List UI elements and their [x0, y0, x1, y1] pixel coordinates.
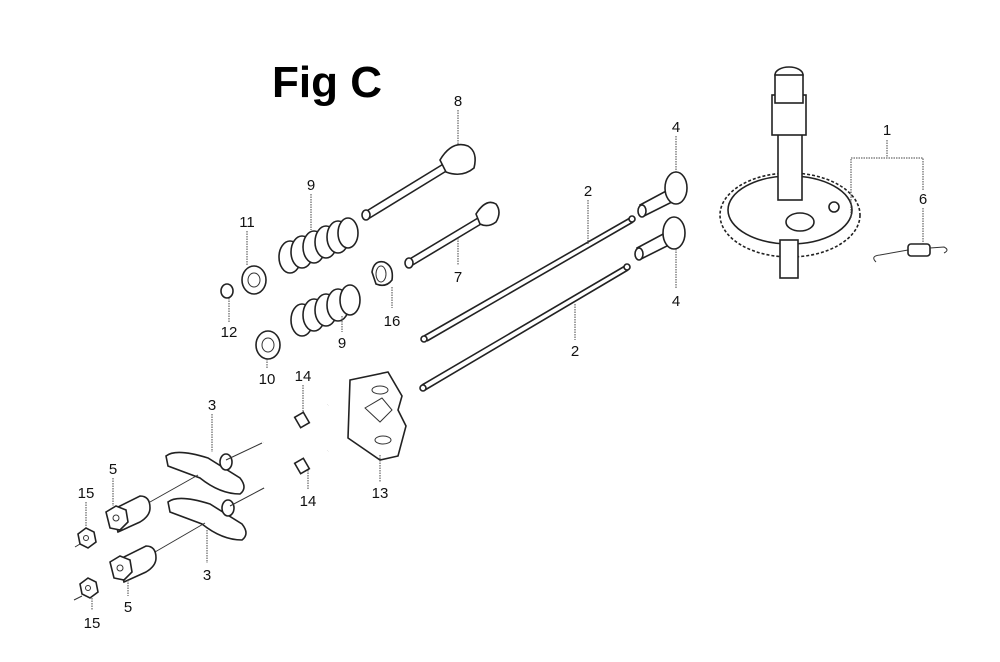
label-3-lower: 3	[203, 567, 211, 584]
valve-stem-seal-16[interactable]	[371, 260, 394, 287]
valve-lifter-4-upper[interactable]	[637, 171, 688, 218]
decompressor-spring-6[interactable]	[873, 243, 948, 263]
rocker-arm-pivot-bolt-14-upper[interactable]	[262, 403, 329, 444]
valve-lifter-4-lower[interactable]	[634, 216, 686, 261]
label-8: 8	[454, 93, 462, 110]
label-12: 12	[221, 324, 238, 341]
camshaft-assembly-1[interactable]	[719, 66, 861, 279]
label-11: 11	[239, 214, 255, 231]
push-rod-guide-plate-13[interactable]	[347, 371, 407, 461]
rocker-arm-3-upper[interactable]	[165, 451, 245, 495]
label-13: 13	[372, 485, 389, 502]
figure-title: Fig C	[272, 58, 382, 107]
intake-valve-8[interactable]	[361, 143, 476, 221]
label-14-lower: 14	[300, 493, 317, 510]
valve-rotator-cap-12[interactable]	[220, 283, 234, 299]
label-9-upper: 9	[307, 177, 315, 194]
label-15-lower: 15	[84, 615, 101, 632]
label-5-upper: 5	[109, 461, 117, 478]
label-7: 7	[454, 269, 462, 286]
label-14-upper: 14	[295, 368, 312, 385]
label-2-upper: 2	[584, 183, 592, 200]
intake-valve-retainer-11[interactable]	[241, 265, 267, 295]
pivot-adjusting-nut-5-upper[interactable]	[105, 495, 151, 534]
label-9-lower: 9	[338, 335, 346, 352]
push-rod-2-upper[interactable]	[420, 215, 636, 343]
valve-spring-9-upper[interactable]	[278, 217, 359, 274]
valve-spring-9-lower[interactable]	[290, 284, 361, 337]
label-4-lower: 4	[672, 293, 680, 310]
label-16: 16	[384, 313, 401, 330]
label-3-upper: 3	[208, 397, 216, 414]
label-1: 1	[883, 122, 891, 139]
label-2-lower: 2	[571, 343, 579, 360]
pivot-adjusting-nut-5-lower[interactable]	[109, 545, 157, 584]
label-15-upper: 15	[78, 485, 95, 502]
label-4-upper: 4	[672, 119, 680, 136]
rocker-arm-pivot-bolt-14-lower[interactable]	[263, 449, 329, 490]
label-10: 10	[259, 371, 276, 388]
pivot-lock-nut-15-lower[interactable]	[73, 577, 99, 601]
label-6: 6	[919, 191, 927, 208]
exhaust-valve-retainer-10[interactable]	[255, 330, 281, 360]
push-rod-2-lower[interactable]	[419, 263, 631, 392]
exhaust-valve-7[interactable]	[404, 201, 500, 269]
pivot-lock-nut-15-upper[interactable]	[74, 527, 97, 549]
rocker-arm-3-lower[interactable]	[167, 497, 247, 541]
label-5-lower: 5	[124, 599, 132, 616]
